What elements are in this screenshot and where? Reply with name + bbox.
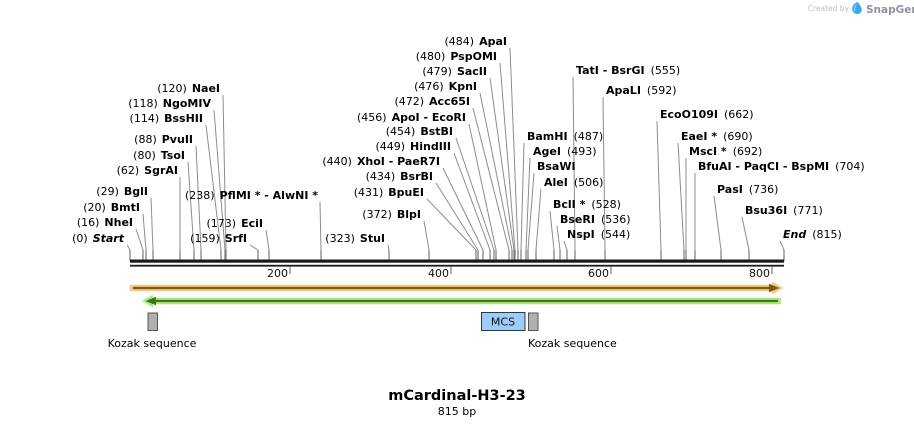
site-label-bstbi[interactable]: (454)BstBI	[386, 125, 453, 138]
site-label-bsshii[interactable]: (114)BssHII	[130, 112, 203, 125]
kozak-box-right[interactable]	[528, 312, 539, 331]
site-label-blpi[interactable]: (372)BlpI	[362, 208, 421, 221]
site-label-pasi[interactable]: PasI(736)	[717, 183, 778, 196]
site-label-start[interactable]: (0)Start	[72, 232, 125, 245]
site-label-pflmi-alwni[interactable]: (238)PflMI * - AlwNI *	[185, 189, 318, 202]
site-label-stui[interactable]: (323)StuI	[325, 232, 385, 245]
site-label-sgrai[interactable]: (62)SgrAI	[117, 164, 178, 177]
site-label-bfuai-paqci-bspmi[interactable]: BfuAI - PaqCI - BspMI(704)	[698, 160, 865, 173]
ruler-tick-label-200: 200	[267, 267, 288, 280]
site-label-alei[interactable]: AleI(506)	[544, 176, 603, 189]
snapgene-brand-text: SnapGene	[866, 4, 914, 16]
site-label-apali[interactable]: ApaLI(592)	[606, 84, 677, 97]
forward-strand-arrow[interactable]	[130, 281, 783, 295]
site-label-pvuii[interactable]: (88)PvuII	[134, 133, 193, 146]
site-label-sacii[interactable]: (479)SacII	[422, 65, 487, 78]
site-label-bpuei[interactable]: (431)BpuEI	[354, 186, 424, 199]
site-label-ngomiv[interactable]: (118)NgoMIV	[128, 97, 211, 110]
site-label-bmti[interactable]: (20)BmtI	[83, 201, 140, 214]
map-length: 815 bp	[438, 405, 476, 418]
site-ticks	[129, 250, 785, 261]
site-label-ecoo109i[interactable]: EcoO109I(662)	[660, 108, 754, 121]
ruler-tick-label-400: 400	[428, 267, 449, 280]
ruler-tick-label-600: 600	[588, 267, 609, 280]
kozak-label-left: Kozak sequence	[108, 337, 197, 350]
reverse-strand-arrow[interactable]	[142, 294, 781, 308]
map-title: mCardinal-H3-23	[388, 388, 526, 404]
site-label-kpni[interactable]: (476)KpnI	[414, 80, 477, 93]
site-label-end[interactable]: End(815)	[783, 228, 842, 241]
site-label-bamhi[interactable]: BamHI(487)	[527, 130, 603, 143]
site-label-nhei[interactable]: (16)NheI	[77, 216, 133, 229]
site-label-bsawi[interactable]: BsaWI	[537, 160, 576, 173]
leader-lines	[126, 47, 785, 251]
sequence-line	[130, 259, 784, 267]
site-label-tsoi[interactable]: (80)TsoI	[133, 149, 185, 162]
site-label-acc65i[interactable]: (472)Acc65I	[394, 95, 470, 108]
site-label-xhoi-paer7i[interactable]: (440)XhoI - PaeR7I	[322, 155, 440, 168]
site-label-bsu36i[interactable]: Bsu36I(771)	[745, 204, 823, 217]
kozak-box-left[interactable]	[147, 312, 158, 331]
site-label-bcli[interactable]: BclI *(528)	[553, 198, 621, 211]
site-label-nspi[interactable]: NspI(544)	[567, 228, 630, 241]
site-label-naei[interactable]: (120)NaeI	[157, 82, 220, 95]
site-label-bgli[interactable]: (29)BglI	[96, 185, 148, 198]
site-label-bsrbi[interactable]: (434)BsrBI	[366, 170, 433, 183]
site-label-agei[interactable]: AgeI(493)	[533, 145, 597, 158]
site-label-eaei[interactable]: EaeI *(690)	[681, 130, 753, 143]
mcs-label: MCS	[491, 316, 515, 329]
site-label-pspomi[interactable]: (480)PspOMI	[416, 50, 497, 63]
site-label-bseri[interactable]: BseRI(536)	[560, 213, 631, 226]
site-label-tati-bsrgi[interactable]: TatI - BsrGI(555)	[576, 64, 680, 77]
site-label-apai[interactable]: (484)ApaI	[445, 35, 508, 48]
kozak-label-right: Kozak sequence	[528, 337, 617, 350]
mcs-box[interactable]	[481, 312, 526, 331]
watermark: Created by SnapGene	[808, 2, 914, 16]
site-label-ecii[interactable]: (173)EciI	[207, 217, 264, 230]
snapgene-logo-icon	[852, 2, 862, 14]
ruler-tick-label-800: 800	[749, 267, 770, 280]
site-label-srfi[interactable]: (159)SrfI	[190, 232, 247, 245]
ruler: 200 400 600 800	[267, 266, 773, 280]
site-label-msci[interactable]: MscI *(692)	[689, 145, 762, 158]
site-label-apoi-ecori[interactable]: (456)ApoI - EcoRI	[357, 111, 466, 124]
site-label-hindiii[interactable]: (449)HindIII	[375, 140, 451, 153]
created-by-text: Created by	[808, 4, 850, 13]
